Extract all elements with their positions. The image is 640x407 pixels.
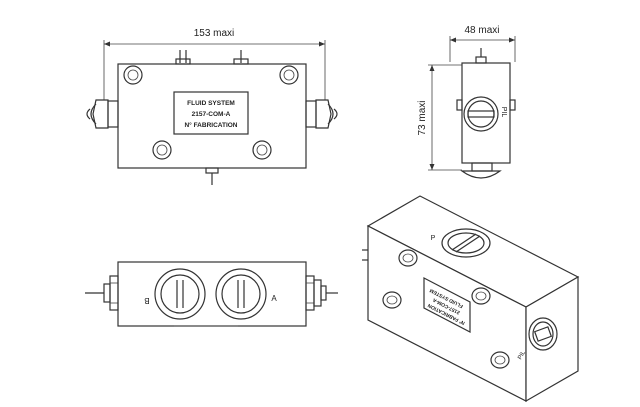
- nameplate-line2: 2157-COM-A: [192, 111, 231, 118]
- port-b: [154, 268, 206, 320]
- port-label-b: B: [144, 296, 149, 305]
- nameplate-line3: N° FABRICATION: [184, 121, 237, 129]
- dimension-length: 153 maxi: [103, 28, 326, 100]
- isometric-view: P FLUID SYSTEM 2157-COM-A N° FABRICATION…: [362, 195, 580, 403]
- dimension-width-label: 48 maxi: [464, 25, 499, 36]
- left-fitting: [86, 99, 119, 129]
- nameplate-line1: FLUID SYSTEM: [187, 100, 235, 107]
- iso-top-port: [441, 228, 491, 258]
- dimension-height-label: 73 maxi: [417, 100, 428, 135]
- dimension-length-label: 153 maxi: [194, 28, 235, 39]
- port-a: [215, 268, 267, 320]
- iso-port-label-p: P: [431, 235, 436, 242]
- dimension-height: 73 maxi: [417, 64, 462, 171]
- dimension-width: 48 maxi: [449, 25, 516, 62]
- top-view: 153 maxi FLUID SYSTEM 2157-COM-A N° FABR…: [86, 28, 338, 185]
- iso-end-fitting: [528, 317, 558, 351]
- right-fitting: [305, 99, 338, 129]
- front-view: B A: [85, 261, 338, 327]
- iso-port-label-pil: PIL: [517, 350, 527, 361]
- nameplate: FLUID SYSTEM 2157-COM-A N° FABRICATION: [173, 91, 249, 135]
- port-label-pil: PIL: [500, 107, 507, 118]
- end-view: 48 maxi 73 maxi PIL: [417, 25, 516, 179]
- front-view-body: [117, 261, 307, 327]
- port-label-a: A: [271, 294, 277, 303]
- pil-port-plug: [463, 96, 499, 132]
